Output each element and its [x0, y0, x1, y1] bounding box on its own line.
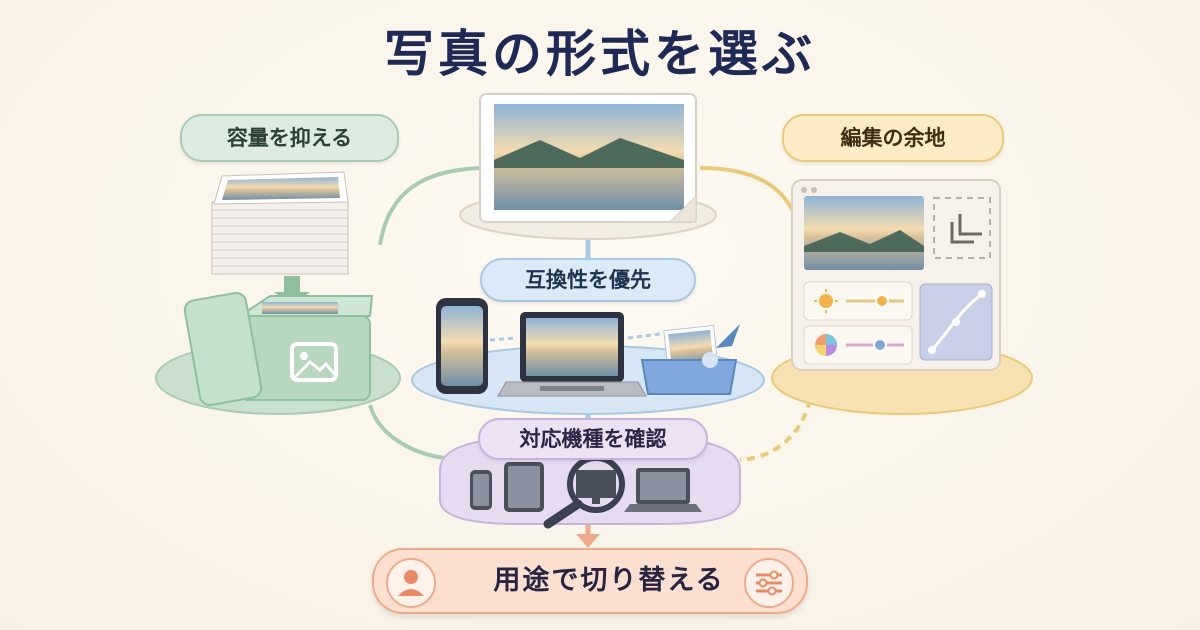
node-label-devices: 対応機種を確認	[478, 418, 708, 460]
laptop-icon	[624, 468, 702, 512]
smartphone-icon	[470, 470, 492, 510]
sliders-icon	[744, 558, 794, 608]
crop-icon	[950, 214, 982, 244]
storage-box-icon	[183, 292, 374, 406]
arrow-down-icon	[576, 534, 600, 548]
link-dashed-right	[627, 332, 661, 340]
tray-icon	[640, 324, 740, 395]
image-icon	[290, 342, 338, 382]
brightness-slider-thumb	[875, 294, 889, 308]
framed-photo-icon	[479, 93, 697, 223]
connector-green-top	[378, 166, 481, 246]
banner-label: 用途で切り替える	[493, 565, 725, 596]
connector-yellow-top	[699, 166, 802, 231]
node-label-compatibility: 互換性を優先	[480, 258, 696, 302]
smartphone-icon	[436, 298, 488, 394]
usage-banner: 用途で切り替える	[372, 548, 808, 614]
laptop-icon	[497, 312, 647, 397]
person-icon	[386, 558, 436, 608]
connector-green-bottom	[368, 404, 446, 460]
connector-yellow-bottom	[739, 399, 812, 462]
curves-icon	[928, 290, 986, 354]
page-title: 写真の形式を選ぶ	[384, 24, 816, 83]
tablet-icon	[504, 462, 544, 512]
sun-icon	[814, 289, 838, 313]
node-label-editing: 編集の余地	[782, 114, 1004, 162]
color-slider-thumb	[873, 338, 887, 352]
link-dashed-left	[489, 336, 517, 342]
color-wheel-icon	[815, 334, 837, 356]
photo-stack-icon	[211, 171, 349, 275]
node-label-capacity: 容量を抑える	[180, 114, 399, 162]
monitor-icon	[576, 470, 616, 504]
